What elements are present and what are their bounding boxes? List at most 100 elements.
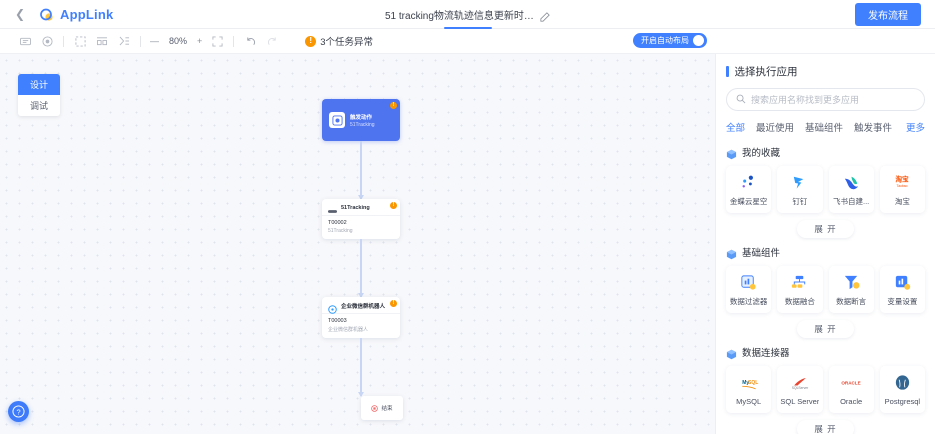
app-search-box[interactable] bbox=[726, 88, 925, 111]
app-label: 数据过滤器 bbox=[729, 297, 768, 306]
flow-canvas[interactable]: 设计 调试 触发动作 51Tracking ! bbox=[0, 54, 715, 434]
fit-screen-icon[interactable] bbox=[206, 32, 228, 50]
app-card-data-filter[interactable]: 数据过滤器 bbox=[726, 266, 772, 313]
align-icon[interactable] bbox=[91, 32, 113, 50]
app-card-sqlserver[interactable]: SQLServer SQL Server bbox=[777, 366, 823, 413]
flow-node-action-2[interactable]: 企业微信群机器人 T00003 企业微信群机器人 ! bbox=[322, 297, 400, 338]
dingtalk-icon bbox=[790, 172, 810, 192]
auto-layout-label: 开启自动布局 bbox=[641, 36, 689, 45]
focus-icon[interactable] bbox=[36, 32, 58, 50]
node-body: T00002 51Tracking bbox=[322, 216, 400, 239]
section-basic-components: 基础组件 数据过滤器 数据融合 bbox=[726, 245, 925, 338]
mode-design[interactable]: 设计 bbox=[18, 74, 60, 95]
app-card-oracle[interactable]: ORACLE Oracle bbox=[828, 366, 874, 413]
app-card-data-assert[interactable]: 数据断言 bbox=[828, 266, 874, 313]
tab-all[interactable]: 全部 bbox=[726, 123, 746, 134]
end-node-label: 结束 bbox=[381, 406, 393, 412]
node-header: 企业微信群机器人 bbox=[322, 297, 400, 314]
app-label: 数据断言 bbox=[836, 297, 867, 306]
question-mark-icon: ? bbox=[12, 405, 25, 418]
app-card-dingtalk[interactable]: 钉钉 bbox=[777, 166, 823, 213]
connector-line bbox=[360, 338, 362, 396]
tab-more[interactable]: 更多 bbox=[905, 123, 925, 134]
collapse-icon[interactable] bbox=[113, 32, 135, 50]
app-card-feishu[interactable]: 飞书自建... bbox=[828, 166, 874, 213]
search-input[interactable] bbox=[751, 94, 915, 105]
flow-node-end[interactable]: 结束 bbox=[361, 396, 403, 420]
edit-icon[interactable] bbox=[540, 9, 550, 22]
trigger-node-texts: 触发动作 51Tracking bbox=[350, 113, 375, 128]
undo-icon[interactable] bbox=[239, 32, 261, 50]
connector-arrow bbox=[358, 293, 364, 298]
trigger-app-icon bbox=[329, 112, 345, 128]
connector-arrow bbox=[358, 195, 364, 200]
wecom-robot-icon bbox=[328, 301, 337, 314]
app-label: 飞书自建... bbox=[832, 197, 870, 206]
node-warning-badge[interactable]: ! bbox=[390, 102, 397, 109]
postgresql-icon bbox=[892, 373, 912, 393]
auto-layout-toggle[interactable]: 开启自动布局 bbox=[633, 33, 707, 48]
zoom-in-button[interactable]: + bbox=[197, 36, 203, 46]
toolbar-divider bbox=[140, 35, 141, 47]
brand-name: AppLink bbox=[60, 6, 114, 22]
node-title: 企业微信群机器人 bbox=[341, 303, 386, 310]
tab-basic-components[interactable]: 基础组件 bbox=[805, 123, 844, 134]
expand-basic-components-button[interactable]: 展 开 bbox=[797, 320, 854, 338]
flow-node-action-1[interactable]: 51Tracking T00002 51Tracking ! bbox=[322, 199, 400, 239]
svg-text:SQL: SQL bbox=[748, 380, 758, 386]
zoom-out-button[interactable]: — bbox=[150, 36, 159, 46]
node-body: T00003 企业微信群机器人 bbox=[322, 314, 400, 338]
expand-data-connectors-button[interactable]: 展 开 bbox=[797, 420, 854, 434]
mode-debug[interactable]: 调试 bbox=[29, 101, 48, 111]
app-label: 淘宝 bbox=[894, 197, 910, 206]
app-card-kingdee[interactable]: 金蝶云星空 bbox=[726, 166, 772, 213]
toggle-knob bbox=[693, 35, 704, 46]
expand-row: 展 开 bbox=[726, 420, 925, 434]
panel-title-text: 选择执行应用 bbox=[734, 66, 798, 78]
data-assert-icon bbox=[841, 272, 861, 292]
search-icon bbox=[736, 91, 746, 109]
connector-arrow bbox=[358, 392, 364, 397]
task-error-label: 3个任务异常 bbox=[320, 37, 374, 48]
svg-text:淘宝: 淘宝 bbox=[896, 174, 910, 183]
app-grid: 数据过滤器 数据融合 数据断言 bbox=[726, 266, 925, 313]
fit-width-icon[interactable] bbox=[14, 32, 36, 50]
section-header: 数据连接器 bbox=[726, 345, 925, 359]
51tracking-icon bbox=[328, 203, 337, 213]
redo-icon[interactable] bbox=[261, 32, 283, 50]
flow-node-trigger[interactable]: 触发动作 51Tracking ! bbox=[322, 99, 400, 141]
back-chevron-icon[interactable]: ❮ bbox=[14, 7, 26, 21]
section-favorites: 我的收藏 金蝶云星空 钉钉 bbox=[726, 145, 925, 238]
app-label: MySQL bbox=[736, 397, 762, 406]
node-title: 51Tracking bbox=[341, 204, 370, 211]
app-header: ❮ AppLink 51 tracking物流轨迹信息更新时企微... 发布流程 bbox=[0, 0, 935, 29]
oracle-icon: ORACLE bbox=[841, 373, 861, 393]
app-selector-panel[interactable]: 选择执行应用 全部 最近使用 基础组件 触发事件 更多 我的收藏 bbox=[715, 54, 935, 434]
cube-icon bbox=[726, 347, 737, 359]
flow-connector bbox=[322, 338, 400, 397]
section-title: 基础组件 bbox=[742, 248, 781, 259]
tab-recent[interactable]: 最近使用 bbox=[756, 123, 795, 134]
task-error-status[interactable]: ! 3个任务异常 bbox=[305, 34, 373, 48]
expand-favorites-button[interactable]: 展 开 bbox=[797, 220, 854, 238]
help-button[interactable]: ? bbox=[8, 401, 29, 422]
publish-flow-button[interactable]: 发布流程 bbox=[855, 2, 921, 26]
main-area: 设计 调试 触发动作 51Tracking ! bbox=[0, 54, 935, 434]
app-card-variable-set[interactable]: 变量设置 bbox=[879, 266, 925, 313]
panel-title: 选择执行应用 bbox=[726, 64, 925, 79]
app-card-data-merge[interactable]: 数据融合 bbox=[777, 266, 823, 313]
panel-title-accent-bar bbox=[726, 66, 729, 77]
flow-graph: 触发动作 51Tracking ! 51Tracking T00002 bbox=[322, 99, 442, 420]
node-warning-badge[interactable]: ! bbox=[390, 300, 397, 307]
tab-trigger-events[interactable]: 触发事件 bbox=[854, 123, 893, 134]
app-card-postgresql[interactable]: Postgresql bbox=[879, 366, 925, 413]
toolbar-divider bbox=[233, 35, 235, 47]
zoom-level-label[interactable]: 80% bbox=[168, 36, 187, 46]
expand-row: 展 开 bbox=[726, 320, 925, 338]
select-area-icon[interactable] bbox=[69, 32, 91, 50]
node-warning-badge[interactable]: ! bbox=[390, 202, 397, 209]
